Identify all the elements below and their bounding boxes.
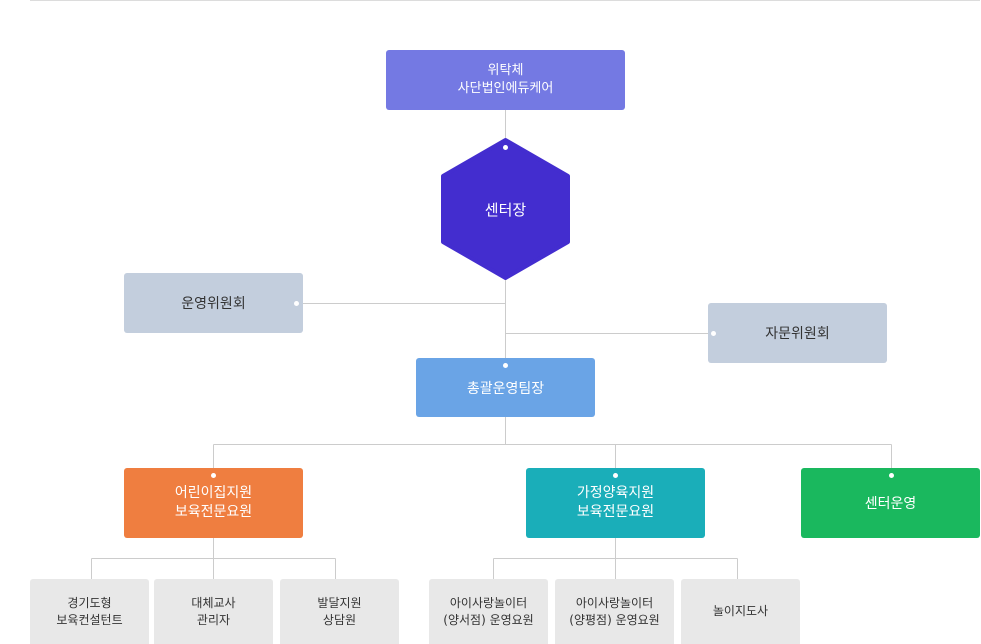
- top-divider: [30, 0, 980, 1]
- daycare-support-dot: [211, 473, 216, 478]
- general-team-lead-dot: [503, 363, 508, 368]
- consultant-node: 경기도형 보육컨설턴트: [30, 579, 149, 644]
- operating-committee-dot: [294, 301, 299, 306]
- operating-committee-label: 운영위원회: [181, 296, 246, 312]
- center-ops-dot: [889, 473, 894, 478]
- trustee-label: 위탁체 사단법인에듀케어: [457, 63, 554, 96]
- home-childcare-label: 가정양육지원 보육전문요원: [576, 485, 655, 520]
- advisory-committee-dot: [711, 331, 716, 336]
- advisory-committee-node: 자문위원회: [708, 303, 887, 363]
- director-node: 센터장: [443, 178, 568, 240]
- play-instructor-label: 놀이지도사: [712, 604, 769, 618]
- general-team-lead-label: 총괄운영팀장: [466, 380, 545, 397]
- playroom-yangseo-node: 아이사랑놀이터 (양서점) 운영요원: [429, 579, 548, 644]
- center-ops-label: 센터운영: [864, 496, 917, 512]
- daycare-support-node: 어린이집지원 보육전문요원: [124, 468, 303, 538]
- director-hexagon: [441, 138, 570, 280]
- development-support-node: 발달지원 상담원: [280, 579, 399, 644]
- trustee-node: 위탁체 사단법인에듀케어: [386, 50, 625, 110]
- daycare-support-label: 어린이집지원 보육전문요원: [174, 485, 253, 520]
- consultant-label: 경기도형 보육컨설턴트: [56, 595, 123, 627]
- home-childcare-node: 가정양육지원 보육전문요원: [526, 468, 705, 538]
- playroom-yangpyeong-label: 아이사랑놀이터 (양평점) 운영요원: [569, 595, 660, 627]
- development-support-label: 발달지원 상담원: [317, 595, 362, 627]
- director-label: 센터장: [484, 200, 527, 219]
- center-ops-node: 센터운영: [801, 468, 980, 538]
- operating-committee-node: 운영위원회: [124, 273, 303, 333]
- home-childcare-dot: [613, 473, 618, 478]
- playroom-yangpyeong-node: 아이사랑놀이터 (양평점) 운영요원: [555, 579, 674, 644]
- substitute-teacher-label: 대체교사 관리자: [191, 595, 236, 627]
- substitute-teacher-node: 대체교사 관리자: [154, 579, 273, 644]
- advisory-committee-label: 자문위원회: [765, 326, 830, 342]
- playroom-yangseo-label: 아이사랑놀이터 (양서점) 운영요원: [443, 595, 534, 627]
- play-instructor-node: 놀이지도사: [681, 579, 800, 644]
- director-dot: [503, 145, 508, 150]
